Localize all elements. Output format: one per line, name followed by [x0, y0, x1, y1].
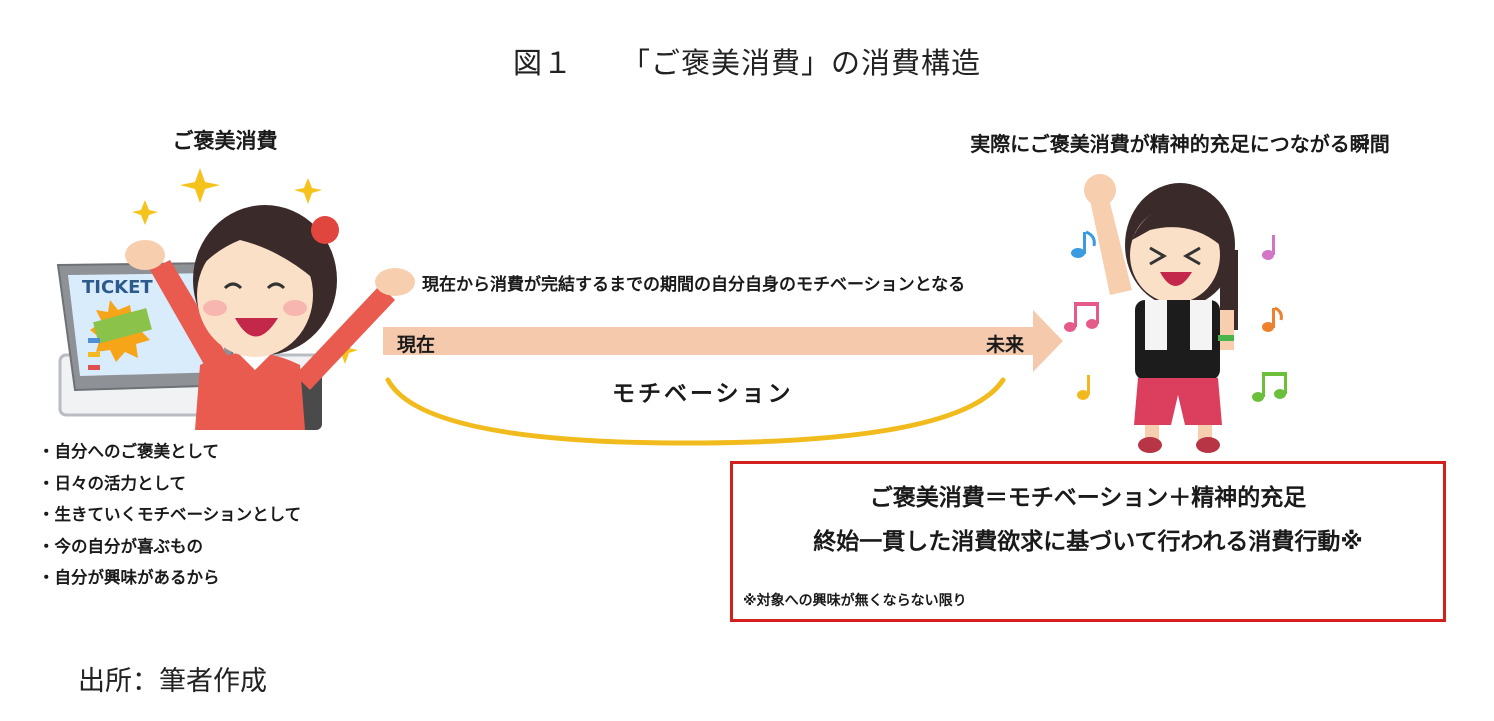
summary-footnote: ※対象への興味が無くならない限り	[743, 593, 967, 609]
figure-number: 図１	[512, 46, 573, 80]
reason-item: ・生きていくモチベーションとして	[38, 505, 302, 524]
summary-box	[730, 461, 1446, 622]
summary-equation: ご褒美消費＝モチベーション＋精神的充足	[869, 485, 1307, 511]
figure-title: 図１ 「ご褒美消費」の消費構造	[0, 40, 1494, 82]
motivation-curve	[385, 377, 1006, 446]
right-panel-heading: 実際にご褒美消費が精神的充足につながる瞬間	[970, 132, 1390, 156]
woman-concert-illustration	[1064, 174, 1287, 453]
figure-title-text: 「ご褒美消費」の消費構造	[621, 46, 982, 80]
left-panel-heading: ご褒美消費	[172, 129, 278, 153]
timeline-end-label: 未来	[986, 334, 1025, 356]
motivation-label: モチベーション	[612, 381, 794, 407]
reason-item: ・今の自分が喜ぶもの	[38, 536, 203, 556]
source-note: 出所：筆者作成	[78, 666, 267, 697]
music-note-icon	[1071, 230, 1096, 258]
summary-definition: 終始一貫した消費欲求に基づいて行われる消費行動※	[813, 529, 1363, 555]
reason-item: ・自分へのご褒美として	[38, 442, 220, 461]
timeline-explanation: 現在から消費が完結するまでの期間の自分自身のモチベーションとなる	[422, 275, 966, 295]
woman-cheering-laptop-illustration: TICKET	[56, 168, 415, 430]
timeline-start-label: 現在	[397, 334, 436, 356]
reasons-list: ・自分へのご褒美として ・日々の活力として ・生きていくモチベーションとして ・…	[38, 436, 301, 594]
timeline-arrow	[383, 310, 1063, 372]
reason-item: ・自分が興味があるから	[38, 568, 220, 587]
laptop-ticket-text: TICKET	[82, 277, 153, 298]
reason-item: ・日々の活力として	[38, 473, 187, 493]
